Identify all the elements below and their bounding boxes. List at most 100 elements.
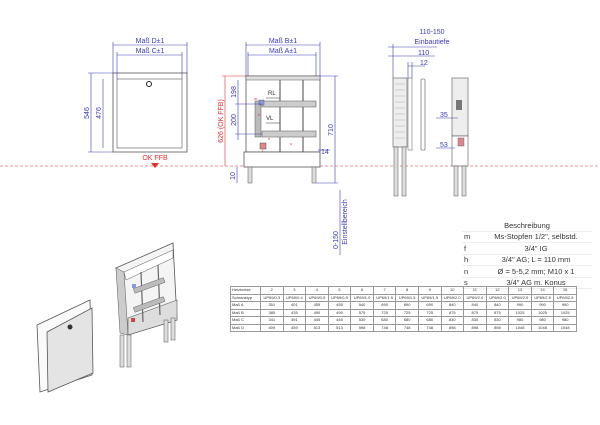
dim-c-label: Maß C±1 bbox=[136, 48, 165, 55]
table-cell: 490 bbox=[305, 308, 329, 317]
table-cell: 748 bbox=[372, 323, 397, 332]
table-cell: UP69/1.0 bbox=[350, 293, 374, 302]
table-cell: 459 bbox=[282, 323, 307, 332]
table-cell: 748 bbox=[395, 323, 419, 332]
table-cell: UP69/0.5 bbox=[327, 293, 352, 302]
marker-m: m bbox=[254, 96, 258, 101]
front-view: Maß D±1 Maß C±1 546 476 OK FFB bbox=[84, 38, 188, 168]
table-cell: 540 bbox=[350, 301, 374, 310]
table-cell: 1025 bbox=[508, 308, 532, 317]
table-cell: 725 bbox=[395, 308, 419, 317]
table-cell: 6 bbox=[350, 286, 374, 295]
table-cell: 13 bbox=[508, 286, 532, 295]
legend-key: m bbox=[462, 231, 480, 243]
height-626-label: 626 (OK FFB) bbox=[218, 99, 225, 143]
table-cell: 14 bbox=[530, 286, 555, 295]
dim-710-label: 710 bbox=[328, 124, 335, 136]
table-cell: 680 bbox=[395, 316, 419, 325]
table-cell: 401 bbox=[282, 301, 307, 310]
table-cell: 830 bbox=[463, 316, 487, 325]
table-cell: UP69/2.5 bbox=[508, 293, 532, 302]
floor-label: OK FFB bbox=[142, 155, 168, 162]
legend-text: Ø = 5-5,2 mm; M10 x 1 bbox=[480, 265, 592, 278]
table-cell: 690 bbox=[417, 301, 442, 310]
isometric-view bbox=[36, 242, 178, 393]
return-manifold bbox=[261, 100, 317, 108]
door bbox=[46, 307, 94, 393]
table-cell: 725 bbox=[372, 308, 397, 317]
table-cell: 341 bbox=[260, 316, 284, 325]
table-cell: 385 bbox=[260, 308, 284, 317]
table-cell: 7 bbox=[372, 286, 397, 295]
table-cell: UP69/1.5 bbox=[417, 293, 442, 302]
row-header: Maß B bbox=[230, 308, 261, 317]
legend-text: 3/4" AG; L = 110 mm bbox=[480, 254, 592, 266]
marker-s: s bbox=[290, 141, 292, 146]
lock-icon bbox=[146, 81, 152, 87]
table-cell: UP69/2.5 bbox=[530, 293, 555, 302]
table-cell: 8 bbox=[395, 286, 419, 295]
floor-marker-icon bbox=[151, 163, 159, 168]
dim-12-label: 12 bbox=[420, 60, 428, 67]
depth-caption: Einbautiefe bbox=[414, 39, 449, 46]
table-cell: 990 bbox=[530, 301, 555, 310]
table-cell: 11 bbox=[463, 286, 487, 295]
row-header: Maß A bbox=[230, 301, 261, 310]
table-cell: 898 bbox=[440, 323, 465, 332]
range-caption: Einstellbereich bbox=[342, 199, 349, 245]
table-cell: UP69/0.4 bbox=[282, 293, 307, 302]
row-header: Schranktyp bbox=[230, 293, 261, 302]
table-cell: 10 bbox=[440, 286, 465, 295]
table-cell: 490 bbox=[327, 308, 352, 317]
table-cell: 409 bbox=[260, 323, 284, 332]
table-cell: 530 bbox=[350, 316, 374, 325]
table-cell: 435 bbox=[282, 308, 307, 317]
table-cell: 840 bbox=[463, 301, 487, 310]
table-cell: 598 bbox=[350, 323, 374, 332]
legend-key: h bbox=[462, 254, 480, 266]
table-cell: 1048 bbox=[508, 323, 532, 332]
dim-d-label: Maß D±1 bbox=[136, 38, 165, 45]
table-cell: UP69/1.5 bbox=[395, 293, 419, 302]
table-cell: 575 bbox=[350, 308, 374, 317]
table-cell: 445 bbox=[327, 316, 352, 325]
dim-53-label: 53 bbox=[440, 142, 448, 149]
marker-h: h bbox=[258, 112, 260, 117]
dim-200-label: 200 bbox=[231, 114, 238, 126]
row-header: Maß D bbox=[230, 323, 261, 332]
table-cell: 1025 bbox=[553, 308, 577, 317]
marker-n: n bbox=[268, 136, 270, 141]
table-cell: 840 bbox=[485, 301, 510, 310]
dim-198-label: 198 bbox=[231, 86, 238, 98]
table-cell: UP69/2.0 bbox=[440, 293, 465, 302]
table-cell: 748 bbox=[417, 323, 442, 332]
dim-110-label: 110 bbox=[418, 50, 429, 57]
table-cell: 840 bbox=[440, 301, 465, 310]
table-cell: 875 bbox=[463, 308, 487, 317]
table-cell: 980 bbox=[508, 316, 532, 325]
table-cell: 980 bbox=[530, 316, 555, 325]
table-cell: 680 bbox=[417, 316, 442, 325]
legend-title: Beschreibung bbox=[462, 220, 592, 232]
table-cell: 391 bbox=[282, 316, 307, 325]
row-header: Maß C bbox=[230, 316, 261, 325]
table-cell: 15 bbox=[553, 286, 577, 295]
table-cell: 830 bbox=[440, 316, 465, 325]
legend-key: f bbox=[462, 242, 480, 255]
table-cell: 513 bbox=[327, 323, 352, 332]
table-cell: 830 bbox=[485, 316, 510, 325]
table-cell: 1025 bbox=[530, 308, 555, 317]
side-view: 110-150 Einbautiefe 110 12 35 53 bbox=[388, 29, 469, 197]
table-cell: 455 bbox=[327, 301, 352, 310]
table-cell: 5 bbox=[327, 286, 352, 295]
table-cell: 12 bbox=[485, 286, 510, 295]
